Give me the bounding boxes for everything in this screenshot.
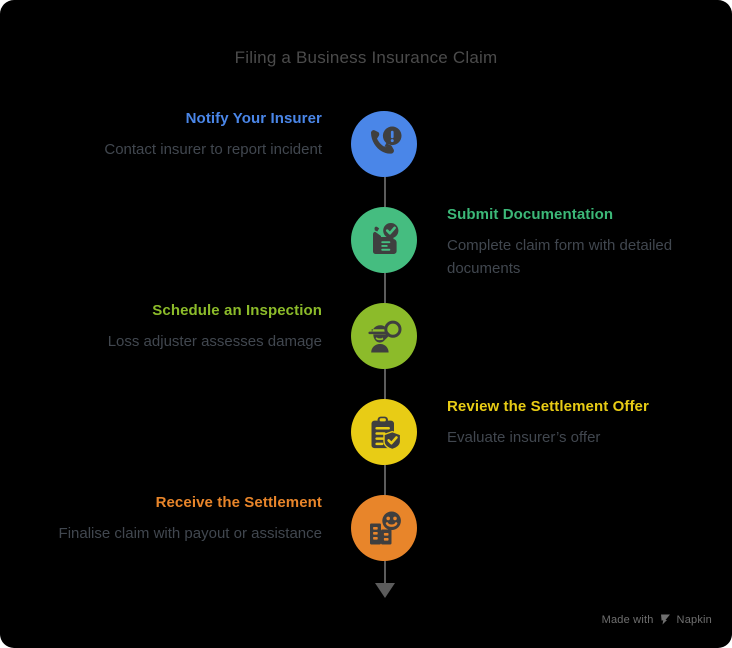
step-4-icon-circle[interactable] [351, 399, 417, 465]
step-4-text-block: Review the Settlement Offer Evaluate ins… [447, 397, 732, 449]
step-2-heading: Submit Documentation [447, 206, 614, 223]
step-1-icon-circle[interactable] [351, 111, 417, 177]
clipboard-shield-check-icon [371, 416, 402, 451]
step-2-icon-circle[interactable] [351, 207, 417, 273]
step-3-text-block: Schedule an Inspection Loss adjuster ass… [22, 301, 322, 353]
step-2-text-block: Submit Documentation Complete claim form… [447, 205, 732, 280]
step-5-text-block: Receive the Settlement Finalise claim wi… [22, 493, 322, 545]
process-step-2: Submit Documentation Complete claim form… [0, 205, 732, 303]
watermark-brand: Napkin [676, 613, 712, 626]
building-smiley-icon [370, 511, 401, 545]
step-1-heading: Notify Your Insurer [185, 110, 322, 127]
page-title: Filing a Business Insurance Claim [234, 48, 498, 67]
flow-arrow-icon [375, 583, 395, 598]
napkin-leaf-icon [660, 614, 670, 625]
step-4-description: Evaluate insurer’s offer [447, 429, 601, 446]
watermark-prefix: Made with [601, 613, 654, 626]
process-step-1: Notify Your Insurer Contact insurer to r… [0, 109, 732, 207]
phone-alert-icon [371, 126, 402, 154]
process-step-3: Schedule an Inspection Loss adjuster ass… [0, 301, 732, 399]
step-3-icon-circle[interactable] [351, 303, 417, 369]
step-2-description: Complete claim form with detailed docume… [447, 237, 673, 277]
step-4-heading: Review the Settlement Offer [447, 398, 649, 415]
step-3-heading: Schedule an Inspection [152, 302, 322, 319]
step-5-heading: Receive the Settlement [155, 494, 322, 511]
inspector-magnifier-icon [368, 320, 402, 353]
process-step-5: Receive the Settlement Finalise claim wi… [0, 493, 732, 591]
step-5-icon-circle[interactable] [351, 495, 417, 561]
hand-document-check-icon [373, 223, 399, 254]
step-3-description: Loss adjuster assesses damage [107, 333, 322, 350]
step-1-description: Contact insurer to report incident [104, 141, 322, 158]
napkin-watermark: Made with Napkin [602, 613, 712, 626]
step-1-text-block: Notify Your Insurer Contact insurer to r… [22, 109, 322, 161]
process-step-4: Review the Settlement Offer Evaluate ins… [0, 397, 732, 495]
step-5-description: Finalise claim with payout or assistance [58, 525, 322, 542]
